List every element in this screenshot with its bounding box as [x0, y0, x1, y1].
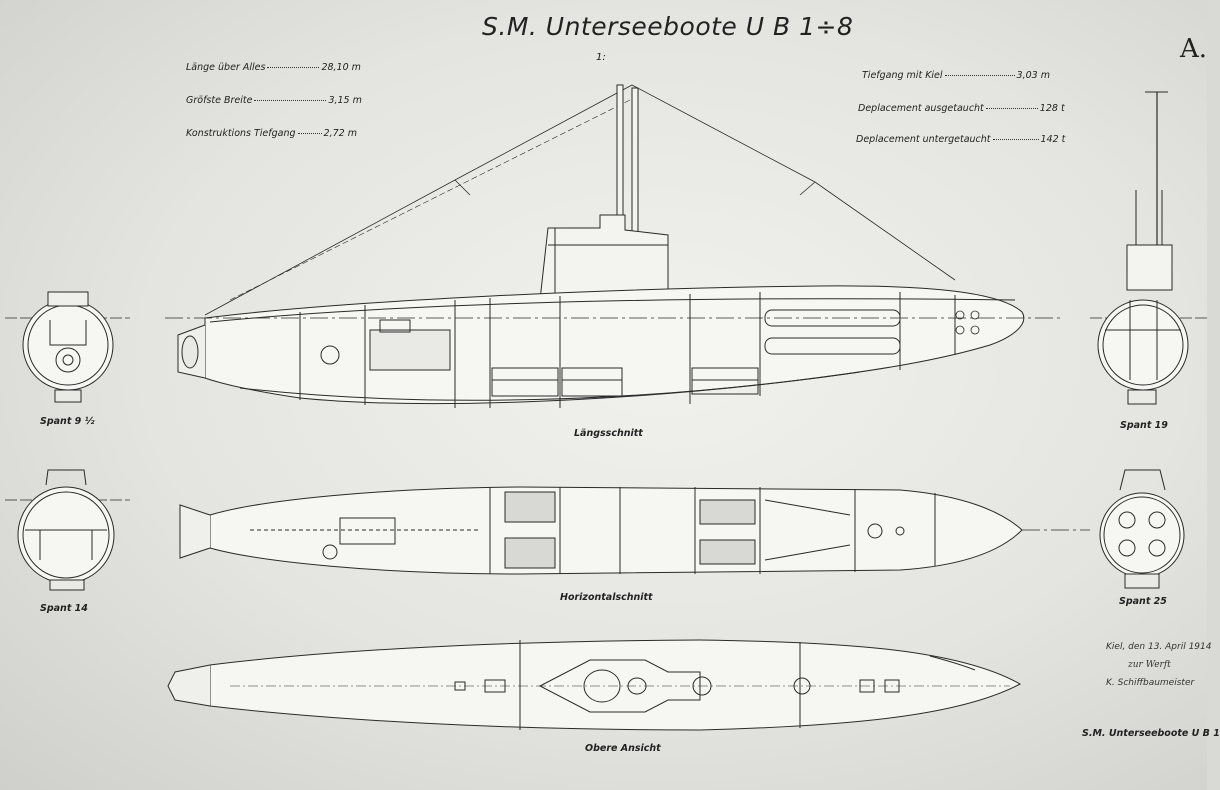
spec-beam-label: Gröfste Breite	[186, 95, 253, 106]
spec-draught-value: 2,72 m	[323, 128, 357, 139]
top-view-drawing	[168, 640, 1020, 730]
spec-displacement-submerged: Deplacement untergetaucht 142 t	[856, 134, 1065, 145]
longitudinal-section-drawing	[165, 85, 1060, 408]
spec-length: Länge über Alles 28,10 m	[186, 62, 361, 73]
footer-title: S.M. Unterseeboote U B 1	[1082, 728, 1220, 739]
spec-draught: Konstruktions Tiefgang 2,72 m	[186, 128, 357, 139]
caption-longitudinal-section: Längsschnitt	[574, 428, 643, 439]
caption-frame-25: Spant 25	[1119, 596, 1167, 607]
signature-line: zur Werft	[1128, 660, 1171, 670]
frame-section-19-drawing	[1090, 92, 1207, 404]
spec-keel-draught-value: 3,03 m	[1016, 70, 1050, 81]
caption-frame-9: Spant 9 ½	[40, 416, 95, 427]
spec-beam: Gröfste Breite 3,15 m	[186, 95, 362, 106]
sheet-mark: A.	[1180, 34, 1208, 64]
spec-keel-draught: Tiefgang mit Kiel 3,03 m	[862, 70, 1050, 81]
frame-section-9-drawing	[5, 292, 130, 402]
frame-section-14-drawing	[5, 470, 130, 590]
scale-label: 1:	[596, 52, 606, 63]
spec-displacement-submerged-label: Deplacement untergetaucht	[856, 134, 991, 145]
spec-displacement-submerged-value: 142 t	[1040, 134, 1066, 145]
signature-title: K. Schiffbaumeister	[1106, 678, 1195, 688]
spec-length-label: Länge über Alles	[186, 62, 266, 73]
spec-beam-value: 3,15 m	[328, 95, 362, 106]
spec-length-value: 28,10 m	[321, 62, 361, 73]
caption-frame-19: Spant 19	[1120, 420, 1168, 431]
page-title: S.M. Unterseeboote U B 1÷8	[482, 12, 854, 41]
caption-frame-14: Spant 14	[40, 603, 88, 614]
spec-displacement-surfaced: Deplacement ausgetaucht 128 t	[858, 103, 1065, 114]
spec-displacement-surfaced-value: 128 t	[1039, 103, 1065, 114]
horizontal-section-drawing	[180, 487, 1090, 574]
spec-draught-label: Konstruktions Tiefgang	[186, 128, 296, 139]
frame-section-25-drawing	[1100, 470, 1184, 588]
spec-displacement-surfaced-label: Deplacement ausgetaucht	[858, 103, 984, 114]
spec-keel-draught-label: Tiefgang mit Kiel	[862, 70, 943, 81]
signature-date: Kiel, den 13. April 1914	[1106, 642, 1212, 652]
caption-top-view: Obere Ansicht	[585, 743, 661, 754]
caption-horizontal-section: Horizontalschnitt	[560, 592, 653, 603]
